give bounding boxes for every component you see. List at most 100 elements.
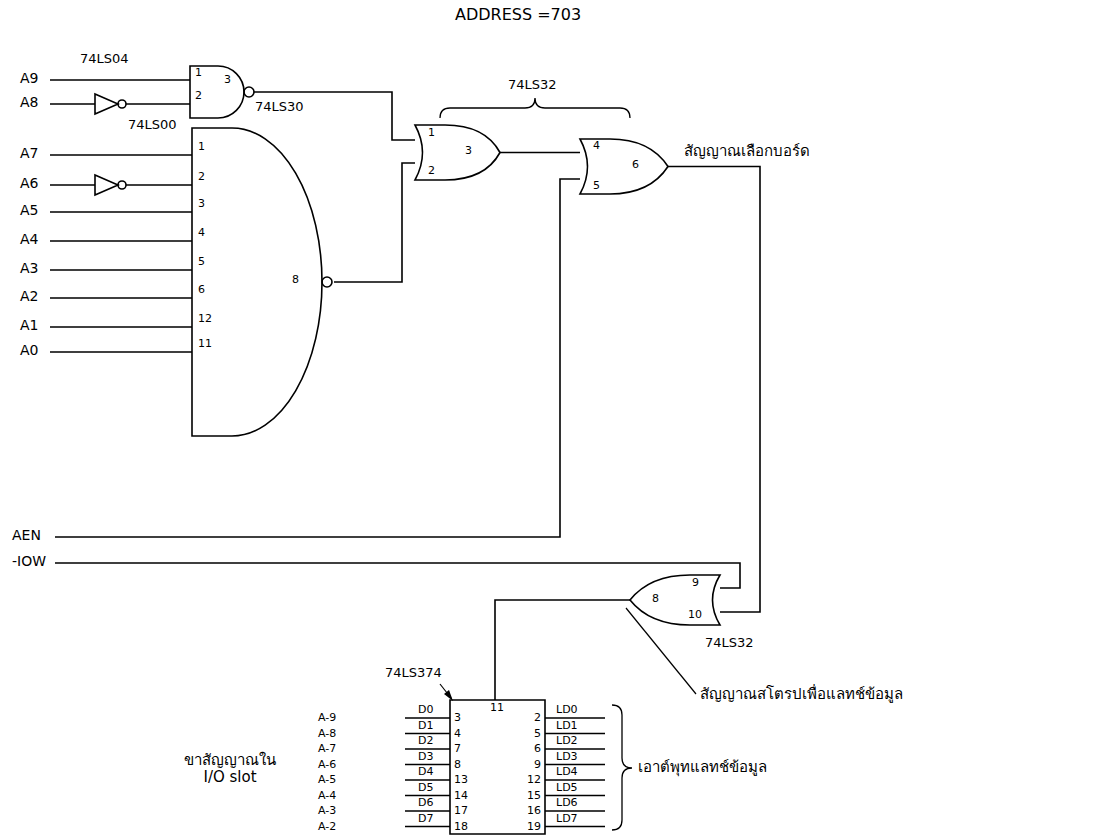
signal-label: A4 [20, 232, 38, 247]
pin-number: 3 [465, 145, 472, 157]
signal-label: ADDRESS =703 [455, 6, 581, 24]
signal-label: D5 [418, 782, 433, 794]
signal-wire [495, 600, 630, 700]
signal-label: A-7 [318, 743, 336, 755]
pin-number: 2 [198, 171, 205, 183]
pin-number: 6 [198, 284, 205, 296]
signal-label: LD1 [556, 720, 578, 732]
pin-number: 8 [454, 759, 461, 771]
pin-number: 12 [527, 774, 541, 786]
signal-label: LD4 [556, 766, 578, 778]
signal-label: D0 [418, 704, 433, 716]
signal-label: A5 [20, 203, 38, 218]
signal-label: D4 [418, 766, 433, 778]
signal-label: A1 [20, 318, 38, 333]
signal-label: A3 [20, 261, 38, 276]
pin-number: 3 [198, 198, 205, 210]
pin-number: 19 [527, 821, 541, 833]
signal-label: 74LS32 [705, 636, 754, 650]
inverter-bubble [118, 181, 126, 189]
pin-number: 5 [198, 256, 205, 268]
pin-number: 13 [454, 774, 468, 786]
signal-wire [500, 152, 580, 154]
signal-label: A2 [20, 289, 38, 304]
pin-number: 9 [534, 759, 541, 771]
signal-label: D7 [418, 813, 433, 825]
signal-label: ขาสัญญาณใน I/O slot [175, 752, 285, 785]
signal-label: LD6 [556, 797, 578, 809]
pin-number: 1 [198, 141, 205, 153]
signal-label: A0 [20, 343, 38, 358]
input-wire [50, 212, 192, 352]
nand8-gate: 12345612118 [192, 128, 334, 436]
nand-gate: 1 2 3 [190, 66, 254, 118]
pin-number: 8 [652, 593, 659, 605]
gate-symbol [415, 125, 500, 180]
signal-label: LD5 [556, 782, 578, 794]
signal-label: A-8 [318, 728, 336, 740]
pin-number: 2 [428, 165, 435, 177]
pin-number: 3 [224, 74, 231, 86]
inverter-symbol [95, 175, 118, 195]
signal-label: A-3 [318, 805, 336, 817]
gate-outline [450, 700, 545, 834]
signal-wire [334, 163, 415, 282]
pin-number: 2 [534, 712, 541, 724]
signal-label: D6 [418, 797, 433, 809]
bracket [440, 98, 630, 118]
inverter-bubble [322, 277, 332, 287]
pin-number: 4 [593, 140, 600, 152]
pin-number: 11 [490, 702, 504, 714]
pin-number: 10 [688, 609, 702, 621]
pin-number: 17 [454, 805, 468, 817]
signal-label: สัญญาณเลือกบอร์ด [684, 143, 810, 160]
gate-symbol [630, 575, 720, 625]
gate-outline [580, 139, 668, 194]
signal-label: D1 [418, 720, 433, 732]
pin-number: 15 [527, 790, 541, 802]
pin-number: 5 [534, 728, 541, 740]
gate-outline [630, 575, 720, 625]
inverter-bubble [118, 100, 126, 108]
pin-number: 7 [454, 743, 461, 755]
pin-number: 16 [527, 805, 541, 817]
pin-number: 18 [454, 821, 468, 833]
or-gate: 456 [580, 139, 668, 194]
pin-number: 4 [454, 728, 461, 740]
pin-number: 4 [198, 227, 205, 239]
latch-output-wire [545, 718, 605, 827]
inverter-symbol [95, 94, 118, 114]
pin-number: 2 [195, 90, 202, 102]
pin-number: 6 [632, 159, 639, 171]
signal-label: LD3 [556, 751, 578, 763]
signal-label: A-2 [318, 821, 336, 833]
signal-label: D3 [418, 751, 433, 763]
gate-outline [192, 128, 322, 436]
gate-outline [415, 125, 500, 180]
signal-label: 74LS00 [128, 118, 177, 132]
signal-label: สัญญาณสโตรปเพื่อแลทช์ข้อมูล [700, 686, 903, 703]
signal-label: A6 [20, 176, 38, 191]
input-wire [50, 79, 190, 81]
signal-label: -IOW [12, 554, 46, 569]
signal-label: LD2 [556, 735, 578, 747]
bracket [612, 705, 632, 830]
signal-label: A-4 [318, 790, 336, 802]
signal-wire [254, 92, 415, 140]
pin-number: 3 [454, 712, 461, 724]
pin-number: 14 [454, 790, 468, 802]
signal-label: A-9 [318, 712, 336, 724]
signal-label: LD7 [556, 813, 578, 825]
iow-wire [55, 563, 740, 588]
gate-symbol [192, 128, 334, 436]
pin-number: 6 [534, 743, 541, 755]
signal-label: 74LS374 [385, 666, 442, 680]
signal-label: 74LS32 [508, 78, 557, 92]
pin-number: 1 [195, 67, 202, 79]
latch-chip: 3 4 7 8 13 14 17 18 11 2 5 6 9 12 15 16 19 [450, 700, 545, 834]
pin-number: 1 [428, 127, 435, 139]
input-wire [50, 184, 192, 186]
data-input-wire [405, 718, 450, 827]
signal-label: A9 [20, 71, 38, 86]
